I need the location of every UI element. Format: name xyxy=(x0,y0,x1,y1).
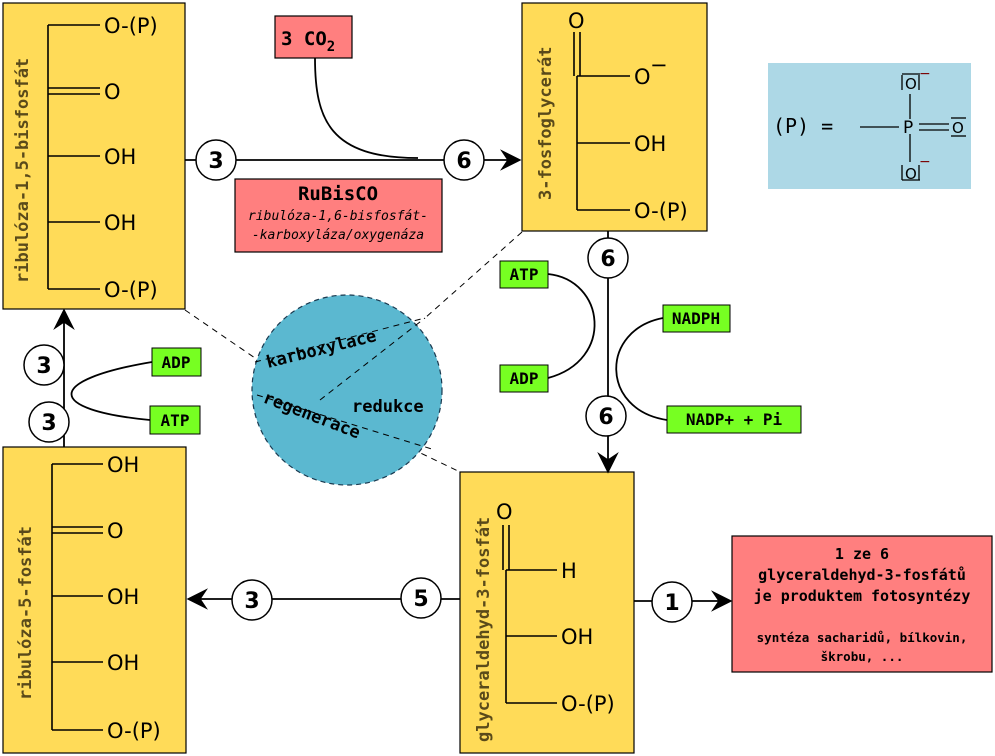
count-g3p-in-label: 6 xyxy=(598,405,613,430)
ru5p-group-3: OH xyxy=(107,585,139,609)
tag-nadph-label: NADPH xyxy=(672,309,720,328)
rubp-group-4: OH xyxy=(104,211,136,235)
count-pga-out-label: 6 xyxy=(600,247,615,272)
pga-top-oxygen: O xyxy=(568,9,585,33)
rubp-group-3: OH xyxy=(104,145,136,169)
tag-atp-regen-label: ATP xyxy=(161,411,190,430)
pga-group-1: O xyxy=(634,65,651,89)
tag-adp-regen: ADP xyxy=(151,347,202,377)
count-pga-out: 6 xyxy=(587,237,629,279)
legend-phosphorus: P xyxy=(903,118,913,138)
phase-redukce: redukce xyxy=(352,397,424,417)
tag-adp-regen-label: ADP xyxy=(162,353,191,372)
tag-atp-reduction-label: ATP xyxy=(510,265,539,284)
count-rubp-in: 3 xyxy=(195,139,237,181)
rubisco-line-1: ribulóza-1,6-bisfosfát- xyxy=(248,209,428,224)
rubp-box: ribulóza-1,5-bisfosfát O-(P) O OH OH O-(… xyxy=(2,2,186,310)
tag-nadp-label: NADP+ + Pi xyxy=(686,410,783,429)
count-ru5p-in-label: 3 xyxy=(244,589,259,614)
count-g3p-regen-label: 5 xyxy=(413,587,428,612)
count-ru5p-in: 3 xyxy=(231,579,273,621)
count-regen-up-1-label: 3 xyxy=(36,354,51,379)
g3p-group-1: H xyxy=(561,559,577,583)
rubisco-box: RuBisCO ribulóza-1,6-bisfosfát- -karboxy… xyxy=(234,178,443,253)
co2-label: 3 CO xyxy=(281,28,327,50)
rubp-group-5: O-(P) xyxy=(104,278,158,302)
product-line-1: 1 ze 6 xyxy=(835,545,889,563)
count-product: 1 xyxy=(651,581,693,623)
tag-adp-reduction-label: ADP xyxy=(510,369,539,388)
count-g3p-in: 6 xyxy=(585,395,627,437)
legend-oxygen-top: O xyxy=(905,75,917,93)
tag-adp-reduction: ADP xyxy=(499,364,549,393)
legend-symbol: (P) = xyxy=(773,114,833,138)
count-g3p-regen: 5 xyxy=(400,577,442,619)
legend-charge-bottom: − xyxy=(919,154,931,170)
count-pga-in-label: 6 xyxy=(456,149,471,174)
ru5p-group-4: OH xyxy=(107,651,139,675)
phosphate-legend: (P) = P O O O − − xyxy=(768,63,971,189)
rubp-name: ribulóza-1,5-bisfosfát xyxy=(13,58,33,283)
legend-charge-top: − xyxy=(919,66,931,82)
count-rubp-in-label: 3 xyxy=(208,149,223,174)
co2-subscript: 2 xyxy=(327,39,335,55)
pga-group-3: O-(P) xyxy=(634,199,688,223)
ru5p-name: ribulóza-5-fosfát xyxy=(16,526,36,700)
ru5p-group-1: OH xyxy=(107,453,139,477)
ru5p-box: ribulóza-5-fosfát OH O OH OH O-(P) xyxy=(2,446,187,754)
product-line-5: škrobu, ... xyxy=(821,649,904,664)
product-line-3: je produktem fotosyntézy xyxy=(754,587,971,605)
rubp-group-2: O xyxy=(104,80,121,104)
product-box: 1 ze 6 glyceraldehyd-3-fosfátů je produk… xyxy=(731,535,993,673)
g3p-group-3: O-(P) xyxy=(561,692,615,716)
tag-nadph: NADPH xyxy=(662,304,731,333)
count-regen-up-1: 3 xyxy=(23,344,65,386)
rubisco-line-2: -karboxyláza/oxygenáza xyxy=(252,228,424,243)
count-regen-up-2-label: 3 xyxy=(41,411,56,436)
legend-oxygen-bottom: O xyxy=(905,165,917,183)
pga-group-2: OH xyxy=(634,132,666,156)
count-pga-in: 6 xyxy=(443,139,485,181)
legend-oxygen-right: O xyxy=(952,119,964,137)
g3p-name: glyceraldehyd-3-fosfát xyxy=(474,517,494,742)
cycle-circle: karboxylace redukce regenerace xyxy=(251,294,443,486)
tag-nadp: NADP+ + Pi xyxy=(666,405,802,434)
tag-atp-reduction: ATP xyxy=(499,260,549,289)
pga-name: 3-fosfoglycerát xyxy=(536,46,556,200)
g3p-box: glyceraldehyd-3-fosfát O H OH O-(P) xyxy=(459,471,635,754)
ru5p-group-5: O-(P) xyxy=(107,719,161,743)
ru5p-group-2: O xyxy=(107,519,124,543)
rubisco-title: RuBisCO xyxy=(298,183,378,205)
product-line-2: glyceraldehyd-3-fosfátů xyxy=(758,566,966,584)
count-regen-up-2: 3 xyxy=(28,401,70,443)
rubp-group-1: O-(P) xyxy=(104,14,158,38)
tag-atp-regen: ATP xyxy=(149,405,201,435)
co2-box: 3 CO2 xyxy=(274,15,353,59)
pga-box: 3-fosfoglycerát O O − OH O-(P) xyxy=(521,2,708,232)
svg-text:3 CO2: 3 CO2 xyxy=(281,28,335,55)
g3p-group-2: OH xyxy=(561,625,593,649)
product-line-4: syntéza sacharidů, bílkovin, xyxy=(757,630,968,645)
count-product-label: 1 xyxy=(664,591,679,616)
pga-charge: − xyxy=(650,53,668,77)
g3p-top-oxygen: O xyxy=(496,500,513,524)
